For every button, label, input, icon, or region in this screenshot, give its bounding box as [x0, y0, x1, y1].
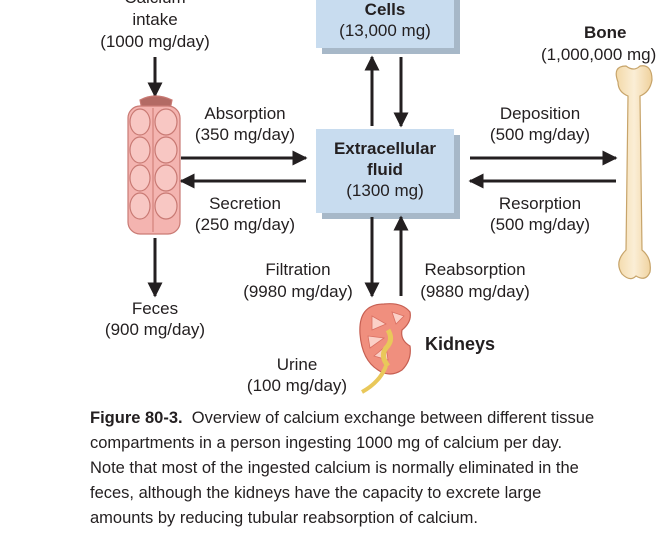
resorption-label: Resorption	[498, 194, 582, 213]
secretion-amount: (250 mg/day)	[194, 215, 296, 234]
caption-line-5: amounts by reducing tubular reabsorption…	[90, 509, 478, 527]
calcium-exchange-diagram	[127, 0, 653, 394]
resorption-amount: (500 mg/day)	[489, 215, 591, 234]
intake-line1: Calcium	[95, 0, 215, 8]
bone-title: Bone	[584, 23, 627, 42]
caption-line-3: Note that most of the ingested calcium i…	[90, 459, 579, 477]
kidneys-title: Kidneys	[425, 334, 496, 354]
reabsorption-amount: (9880 mg/day)	[420, 282, 530, 301]
caption-text-1: Overview of calcium exchange between dif…	[191, 409, 595, 427]
caption-line-1: Figure 80-3. Overview of calcium exchang…	[90, 406, 660, 431]
absorption-amount: (350 mg/day)	[194, 125, 296, 144]
intestine-icon	[127, 95, 181, 235]
urine-amount: (100 mg/day)	[246, 376, 348, 395]
extracellular-fluid-box	[316, 129, 460, 219]
reabsorption-label: Reabsorption	[424, 260, 526, 279]
caption-line-4: feces, although the kidneys have the cap…	[90, 484, 542, 502]
ecf-title-line1: Extracellular	[333, 139, 437, 158]
urine-label: Urine	[276, 355, 318, 374]
caption-line-2: compartments in a person ingesting 1000 …	[90, 434, 563, 452]
bone-amount: (1,000,000 mg)	[541, 45, 657, 64]
caption-label: Figure 80-3.	[90, 409, 183, 427]
deposition-amount: (500 mg/day)	[489, 125, 591, 144]
feces-label: Feces	[131, 299, 179, 318]
ecf-amount: (1300 mg)	[346, 181, 424, 200]
intake-line2: intake	[132, 10, 178, 29]
filtration-label: Filtration	[265, 260, 331, 279]
ecf-title-line2: fluid	[367, 160, 403, 179]
cells-amount: (13,000 mg)	[339, 21, 431, 40]
secretion-label: Secretion	[209, 194, 281, 213]
kidney-icon	[359, 303, 411, 394]
intake-amount: (1000 mg/day)	[100, 32, 210, 51]
filtration-amount: (9980 mg/day)	[243, 282, 353, 301]
figure-caption: Figure 80-3. Overview of calcium exchang…	[90, 406, 660, 531]
cells-box	[316, 0, 460, 54]
feces-amount: (900 mg/day)	[104, 320, 206, 339]
deposition-label: Deposition	[499, 104, 581, 123]
flow-arrows	[147, 55, 618, 298]
absorption-label: Absorption	[204, 104, 286, 123]
bone-icon	[615, 65, 653, 280]
cells-title: Cells	[364, 0, 406, 19]
